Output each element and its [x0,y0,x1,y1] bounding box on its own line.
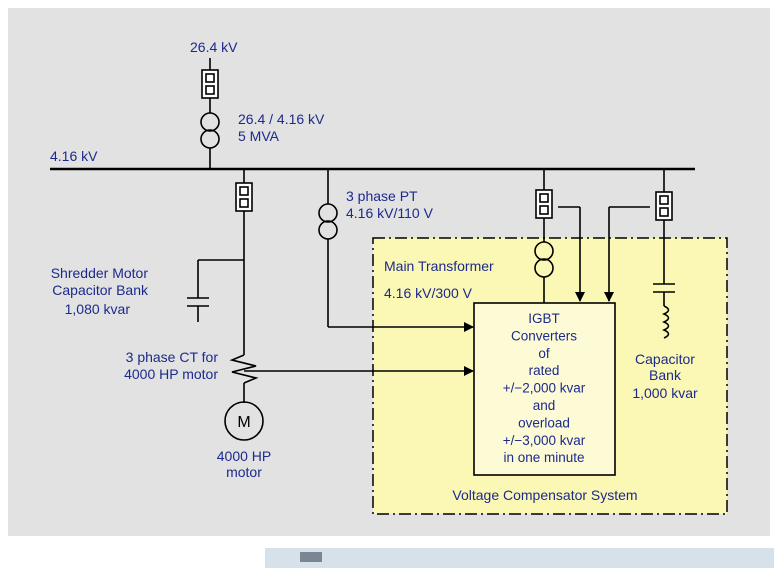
main-transformer-branch [534,169,585,303]
converter-text: IGBT Converters of rated +/−2,000 kvar and ove… [503,311,586,465]
shredder-label-1: Shredder Motor [51,265,149,281]
source-voltage-label: 26.4 kV [190,39,238,55]
photo-strip-detail [300,552,322,562]
ct-label-1: 3 phase CT for [126,349,219,365]
shredder-label-2: Capacitor Bank [52,282,149,298]
pt-ratio-label: 4.16 kV/110 V [346,205,434,221]
converter-line: and [533,398,556,413]
pt-branch [318,169,474,332]
capacitor-bank-branch [604,169,675,339]
motor-label-2: motor [226,464,262,480]
bus-voltage-label: 4.16 kV [50,148,98,164]
motor-symbol: M [237,414,250,431]
converter-line: rated [529,363,560,378]
shredder-label-3: 1,080 kvar [65,301,131,317]
motor-label-1: 4000 HP [217,448,271,464]
converter-line: of [538,346,550,361]
converter-line: overload [518,415,570,430]
photo-strip [265,548,774,568]
main-transformer-ratio-label: 4.16 kV/300 V [384,285,473,301]
cap-bank-label-1: Capacitor [635,351,695,367]
transformer-ratio-label: 26.4 / 4.16 kV [238,111,325,127]
transformer-rating-label: 5 MVA [238,128,280,144]
cap-bank-label-3: 1,000 kvar [632,385,698,401]
motor-branch [224,169,264,441]
converter-line: in one minute [503,450,584,465]
main-transformer-title-label: Main Transformer [384,258,494,274]
converter-line: IGBT [528,311,560,326]
cap-bank-label-2: Bank [649,367,682,383]
converter-line: +/−3,000 kvar [503,433,586,448]
pt-title-label: 3 phase PT [346,188,418,204]
compensator-system-label: Voltage Compensator System [452,487,637,503]
incoming-feeder [200,58,220,169]
ct-label-2: 4000 HP motor [124,366,218,382]
converter-line: Converters [511,328,577,343]
igbt-converter-box [473,302,616,476]
shredder-capacitor-branch [187,259,244,322]
converter-line: +/−2,000 kvar [503,381,586,396]
